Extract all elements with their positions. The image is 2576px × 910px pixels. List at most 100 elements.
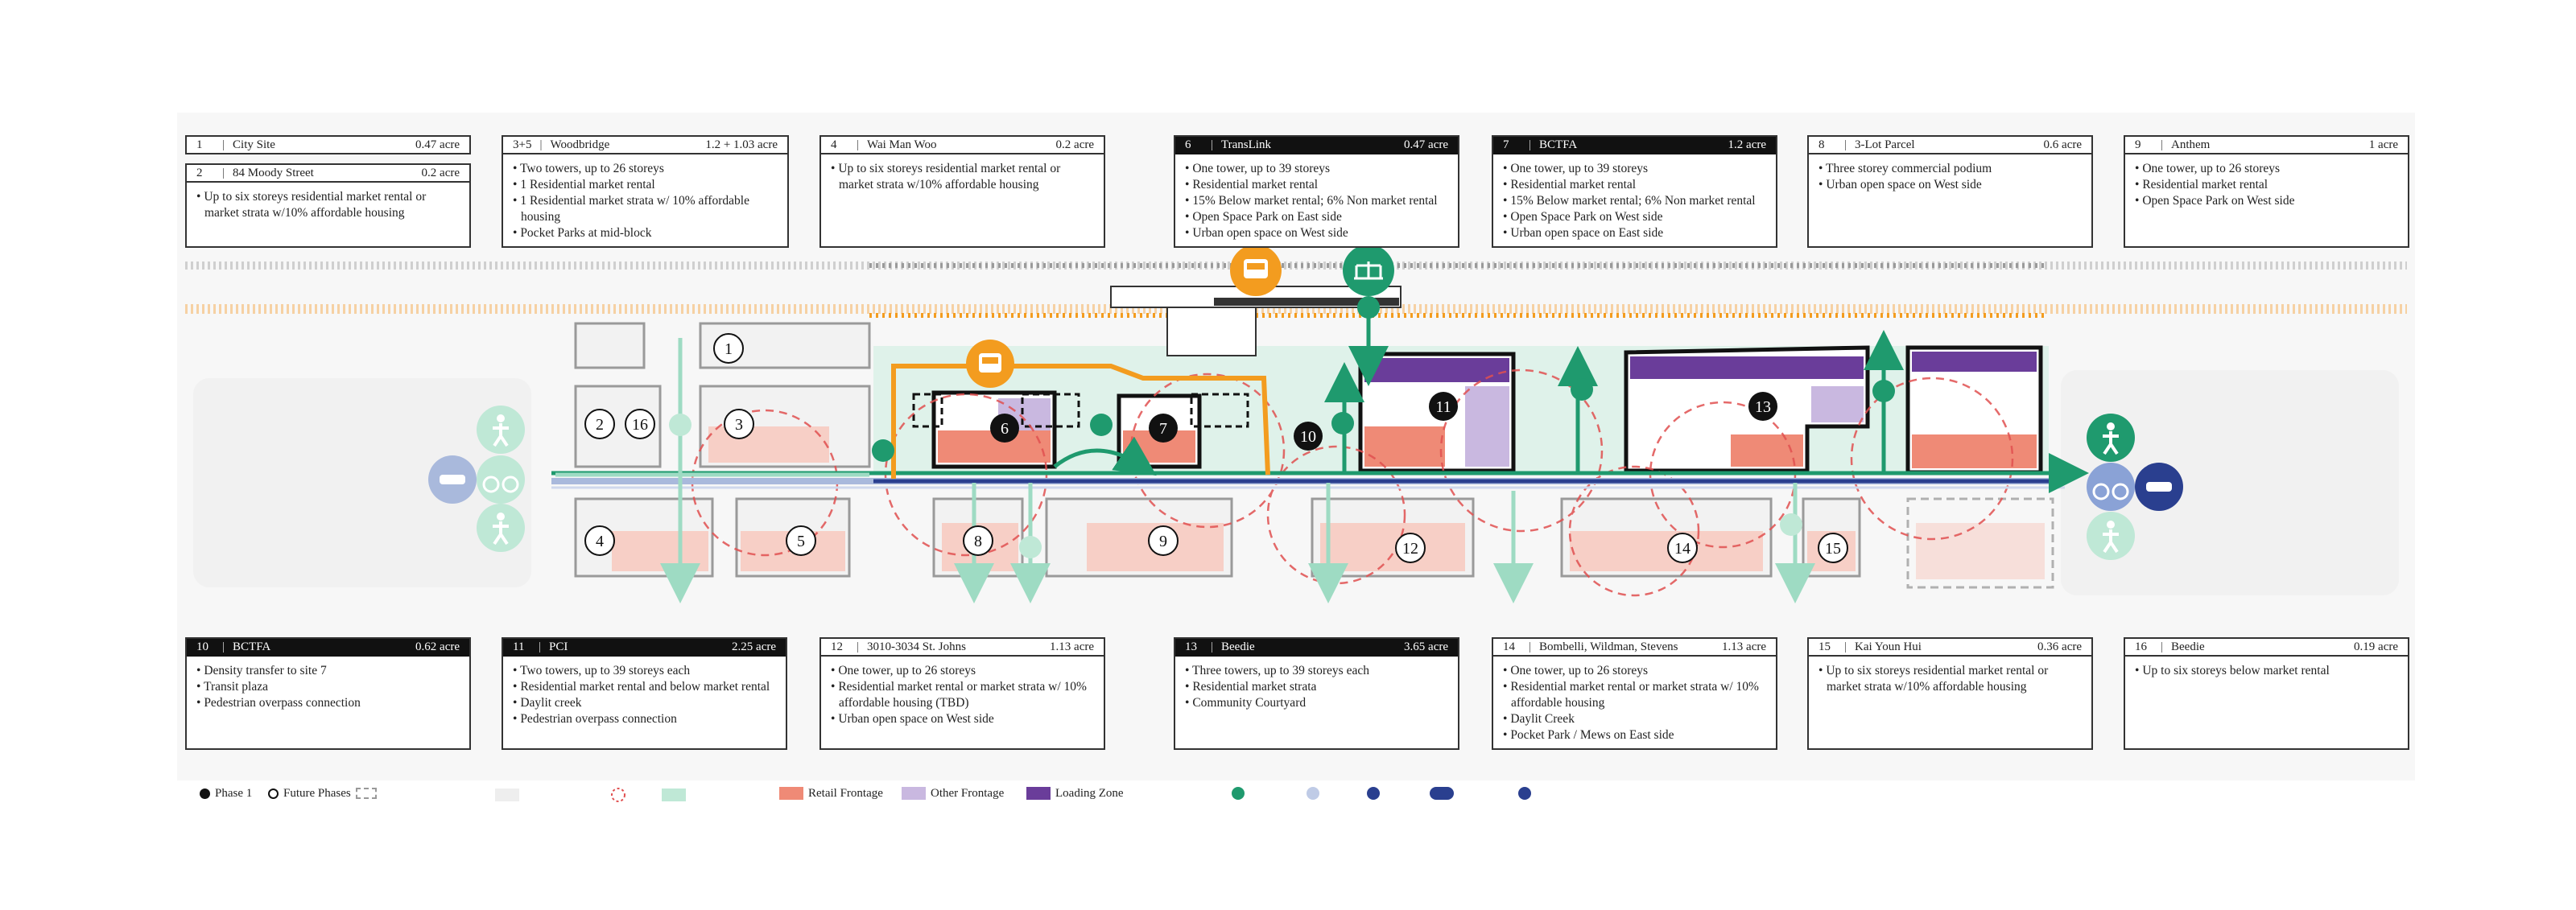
site-marker-label: 12: [1402, 540, 1418, 558]
site-card-item: Residential market rental and below mark…: [513, 679, 776, 695]
site-card-11: 11|PCI 2.25 acre Two towers, up to 39 st…: [502, 637, 787, 750]
site-marker-16: 16: [625, 409, 655, 439]
site-card-item: Open Space Park on East side: [1185, 209, 1448, 225]
car-icon: [2135, 463, 2183, 511]
site-marker-label: 14: [1674, 540, 1690, 558]
pedestrian-icon: [1019, 536, 1042, 558]
site-card-item: Pocket Parks at mid-block: [513, 225, 778, 241]
site-card-name: BCTFA: [1539, 138, 1578, 151]
site-card-area: 0.36 acre: [2037, 640, 2082, 653]
site-card-15: 15|Kai Youn Hui 0.36 acre Up to six stor…: [1807, 637, 2093, 750]
site-marker-7: 7: [1149, 414, 1178, 443]
site-marker-label: 11: [1435, 398, 1451, 416]
site-card-header: 1|City Site 0.47 acre: [187, 137, 469, 154]
site-card-header: 3+5|Woodbridge 1.2 + 1.03 acre: [503, 137, 787, 154]
pedestrian-icon: [1331, 412, 1354, 434]
site-card-item: Three towers, up to 39 storeys each: [1185, 663, 1448, 679]
site-card-name: Wai Man Woo: [867, 138, 937, 151]
site-card-7: 7|BCTFA 1.2 acre One tower, up to 39 sto…: [1492, 135, 1777, 248]
site-marker-label: 5: [797, 533, 805, 550]
site-card-area: 0.47 acre: [415, 138, 460, 151]
site-card-number: 4: [831, 138, 837, 151]
pedestrian-icon: [872, 439, 894, 462]
site-marker-14: 14: [1667, 533, 1698, 563]
site-card-number: 9: [2135, 138, 2141, 151]
site-card-8: 8|3-Lot Parcel 0.6 acre Three storey com…: [1807, 135, 2093, 248]
site-marker-label: 3: [735, 416, 743, 434]
pedestrian-icon: [669, 414, 691, 436]
site-card-area: 0.62 acre: [415, 640, 460, 653]
legend-label: Phase 1: [215, 786, 253, 800]
site-card-number: 16: [2135, 640, 2147, 653]
site-card-item: Urban open space on West side: [1185, 225, 1448, 241]
site-card-header: 13|Beedie 3.65 acre: [1175, 639, 1458, 657]
train-bridge-icon: [1343, 245, 1394, 296]
site-card-number: 13: [1185, 640, 1197, 653]
site-card-area: 1.13 acre: [1722, 640, 1766, 653]
site-card-item: Transit plaza: [196, 679, 460, 695]
site-card-header: 12|3010-3034 St. Johns 1.13 acre: [821, 639, 1104, 657]
pedestrian-icon: [1357, 296, 1380, 319]
site-marker-label: 1: [724, 340, 733, 358]
site-card-1: 1|City Site 0.47 acre: [185, 135, 471, 154]
site-card-item: Urban open space on West side: [831, 711, 1094, 727]
legend-label: Retail Frontage: [808, 786, 883, 800]
pedestrian-icon: [2087, 512, 2135, 560]
site-card-area: 1.13 acre: [1050, 640, 1094, 653]
site-card-item: One tower, up to 39 storeys: [1185, 161, 1448, 177]
legend-label: Future Phases: [283, 786, 351, 800]
site-card-header: 15|Kai Youn Hui 0.36 acre: [1809, 639, 2091, 657]
legend-label: Other Frontage: [931, 786, 1005, 800]
site-card-area: 1.2 acre: [1728, 138, 1766, 151]
site-card-4: 4|Wai Man Woo 0.2 acre Up to six storeys…: [819, 135, 1105, 248]
pedestrian-icon: [1780, 513, 1802, 536]
site-card-number: 12: [831, 640, 843, 653]
site-card-item: Residential market rental or market stra…: [1503, 679, 1766, 711]
map-legend: Phase 1 Future Phases Retail Frontage Ot…: [200, 780, 2373, 806]
site-card-name: Woodbridge: [550, 138, 610, 151]
site-card-item: Density transfer to site 7: [196, 663, 460, 679]
site-card-item: Community Courtyard: [1185, 695, 1448, 711]
site-marker-15: 15: [1818, 533, 1848, 563]
site-card-item: Up to six storeys below market rental: [2135, 663, 2398, 679]
legend-future: Future Phases: [268, 780, 377, 806]
site-card-3-5: 3+5|Woodbridge 1.2 + 1.03 acre Two tower…: [502, 135, 789, 248]
site-marker-label: 6: [1001, 420, 1009, 438]
site-card-item: Three storey commercial podium: [1818, 161, 2082, 177]
legend-loading: Loading Zone: [1026, 780, 1124, 806]
site-card-number: 15: [1818, 640, 1831, 653]
site-marker-label: 9: [1159, 533, 1167, 550]
site-marker-1: 1: [713, 333, 744, 364]
site-card-10: 10|BCTFA 0.62 acre Density transfer to s…: [185, 637, 471, 750]
site-marker-label: 2: [596, 416, 604, 434]
legend-retail: Retail Frontage: [779, 780, 883, 806]
site-card-9: 9|Anthem 1 acre One tower, up to 26 stor…: [2124, 135, 2409, 248]
legend-phase1: Phase 1: [200, 780, 252, 806]
site-card-item: Open Space Park on West side: [2135, 193, 2398, 209]
site-card-header: 6|TransLink 0.47 acre: [1175, 137, 1458, 154]
site-card-header: 10|BCTFA 0.62 acre: [187, 639, 469, 657]
site-card-number: 6: [1185, 138, 1191, 151]
site-card-area: 0.19 acre: [2354, 640, 2398, 653]
site-card-number: 3+5: [513, 138, 532, 151]
site-card-item: Pedestrian overpass connection: [513, 711, 776, 727]
site-card-item: Up to six storeys residential market ren…: [196, 189, 460, 221]
site-card-header: 14|Bombelli, Wildman, Stevens 1.13 acre: [1493, 639, 1776, 657]
site-marker-12: 12: [1395, 533, 1426, 563]
site-card-item: 1 Residential market rental: [513, 177, 778, 193]
site-card-header: 11|PCI 2.25 acre: [503, 639, 786, 657]
site-card-12: 12|3010-3034 St. Johns 1.13 acre One tow…: [819, 637, 1105, 750]
site-card-area: 0.2 acre: [421, 166, 460, 179]
pedestrian-icon: [2087, 414, 2135, 462]
site-card-name: Kai Youn Hui: [1855, 640, 1922, 653]
site-card-area: 2.25 acre: [732, 640, 776, 653]
site-card-16: 16|Beedie 0.19 acre Up to six storeys be…: [2124, 637, 2409, 750]
site-marker-label: 7: [1159, 420, 1167, 438]
bicycle-icon: [2087, 463, 2135, 511]
site-card-item: Residential market rental: [1503, 177, 1766, 193]
site-card-item: Two towers, up to 39 storeys each: [513, 663, 776, 679]
site-marker-10: 10: [1294, 422, 1323, 451]
site-card-header: 7|BCTFA 1.2 acre: [1493, 137, 1776, 154]
site-card-item: Residential market rental: [2135, 177, 2398, 193]
site-card-area: 3.65 acre: [1404, 640, 1448, 653]
